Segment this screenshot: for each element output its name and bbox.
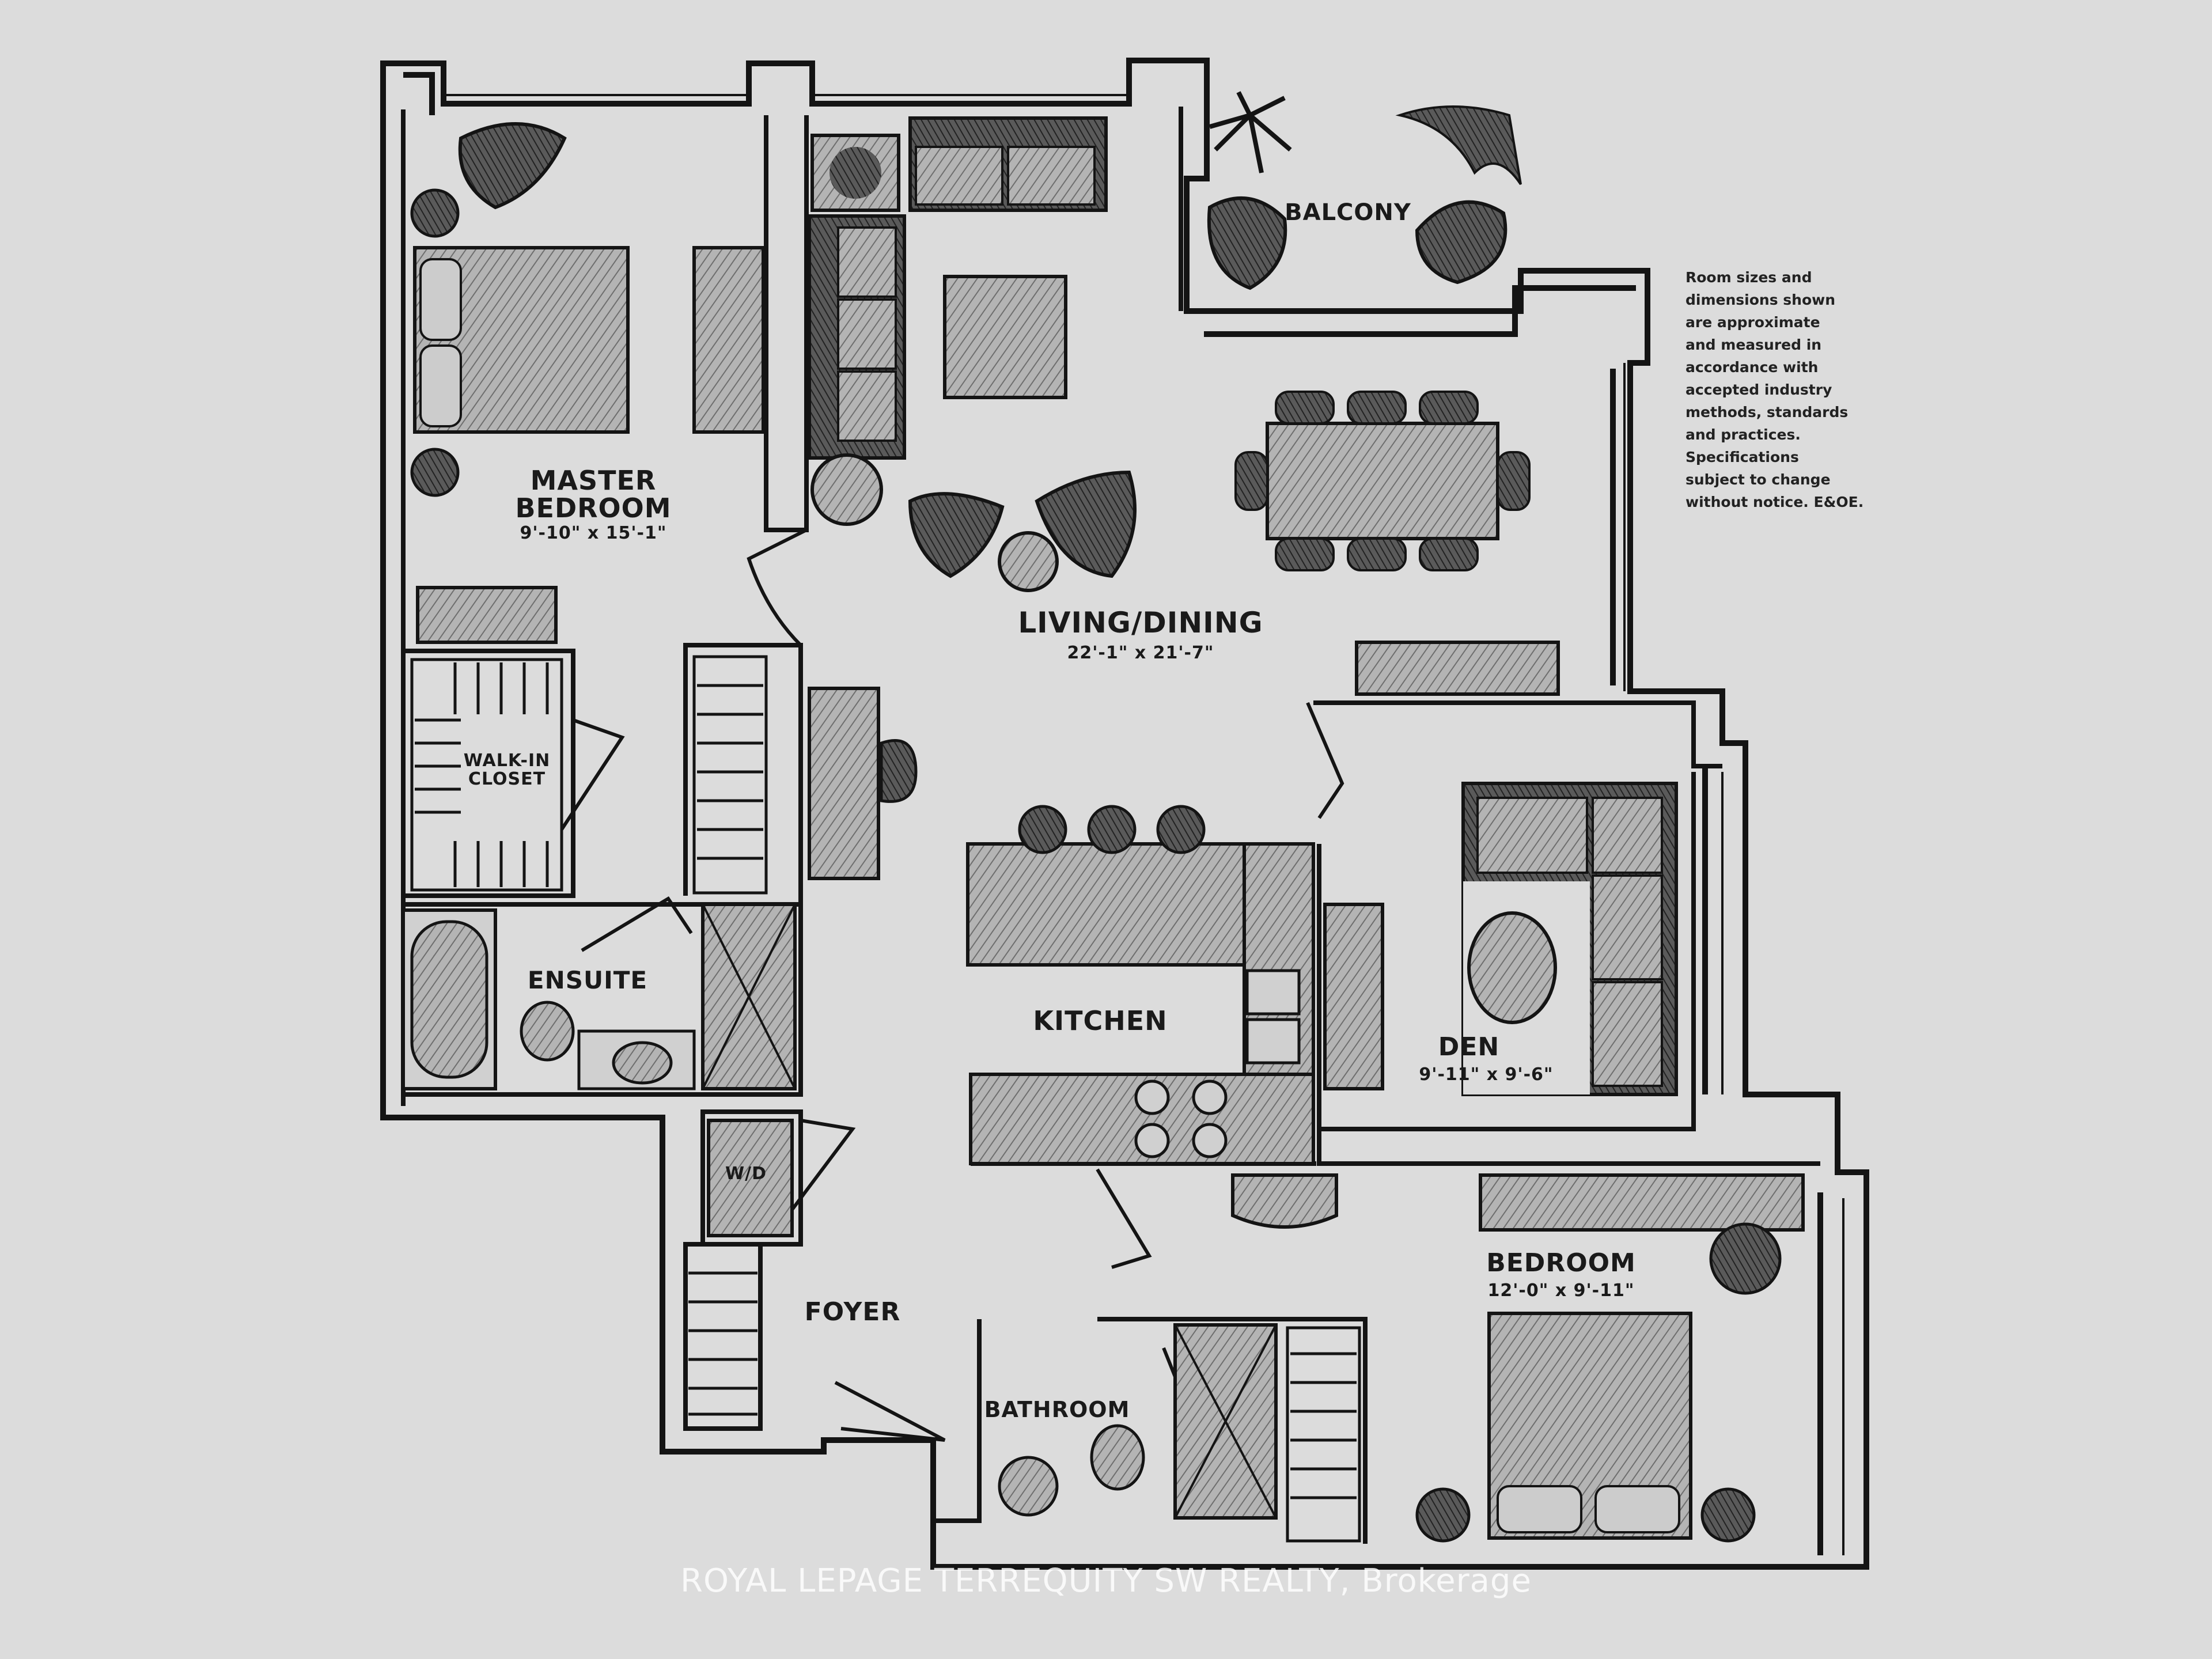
master-bedroom-name-2: BEDROOM <box>515 493 672 524</box>
exterior-walls <box>380 58 1869 1570</box>
disclaimer-line: Room sizes and <box>1685 269 1812 286</box>
kitchen-island <box>966 805 1269 967</box>
disclaimer-line: and measured in <box>1685 336 1822 353</box>
disclaimer-text: Room sizes and dimensions shown are appr… <box>1685 266 1881 513</box>
master-bedroom-label: MASTER BEDROOM <box>501 467 685 522</box>
master-bed <box>410 188 630 497</box>
bench-master <box>416 586 558 644</box>
disclaimer-line: methods, standards <box>1685 404 1849 421</box>
bedroom-closet <box>1286 1326 1361 1543</box>
walk-in-closet-name-2: CLOSET <box>468 768 546 789</box>
wd-label: W/D <box>725 1164 767 1184</box>
dining-table <box>1234 391 1531 571</box>
foyer-closet <box>688 1271 757 1416</box>
ottoman <box>998 531 1059 592</box>
balcony-label: BALCONY <box>1285 199 1411 226</box>
sofa-top <box>908 116 1108 212</box>
disclaimer-line: are approximate <box>1685 314 1820 331</box>
walk-in-closet-label: WALK-IN CLOSET <box>455 752 559 788</box>
disclaimer-line: Specifications <box>1685 449 1799 465</box>
living-dining-size: 22'-1" x 21'-7" <box>1067 643 1214 663</box>
ensuite-fixtures <box>402 903 797 1090</box>
disclaimer-line: and practices. <box>1685 426 1801 443</box>
den-size: 9'-11" x 9'-6" <box>1419 1065 1554 1085</box>
kitchen-label: KITCHEN <box>1033 1005 1168 1036</box>
windows <box>444 94 1844 1555</box>
door-swings <box>560 528 1344 1442</box>
balcony-furniture <box>1207 91 1522 290</box>
lamp-living <box>830 147 881 199</box>
foyer-label: FOYER <box>804 1297 901 1327</box>
bedroom-armchair <box>1709 1222 1782 1295</box>
hall-closet-shelving <box>692 655 768 895</box>
washer-dryer <box>707 1119 794 1237</box>
sideboard <box>1355 641 1560 696</box>
bedroom-label: BEDROOM <box>1486 1248 1636 1278</box>
lounge-chair-1 <box>908 492 1005 578</box>
disclaimer-line: accepted industry <box>1685 381 1832 398</box>
disclaimer-line: without notice. E&OE. <box>1685 494 1864 510</box>
dresser-master <box>692 246 765 434</box>
desk-chair <box>880 739 918 803</box>
closet-shelving <box>410 658 563 892</box>
den-console <box>1323 903 1384 1090</box>
bench-kitchen <box>1231 1173 1338 1229</box>
den-label: DEN <box>1438 1032 1500 1062</box>
kitchen-counter <box>969 842 1315 1165</box>
bedroom-dresser <box>1479 1173 1805 1232</box>
walk-in-closet-name-1: WALK-IN <box>463 751 551 771</box>
bathroom-label: BATHROOM <box>984 1397 1130 1422</box>
brokerage-watermark: ROYAL LEPAGE TERREQUITY SW REALTY, Broke… <box>680 1562 1532 1600</box>
disclaimer-line: accordance with <box>1685 359 1819 376</box>
desk <box>808 687 880 880</box>
armchair-master <box>458 122 567 210</box>
bedroom-bed <box>1415 1312 1756 1543</box>
bedroom-size: 12'-0" x 9'-11" <box>1487 1281 1635 1301</box>
bathroom-fixtures <box>998 1323 1278 1520</box>
ensuite-label: ENSUITE <box>527 966 648 994</box>
living-dining-label: LIVING/DINING <box>1018 606 1263 639</box>
master-bedroom-name-1: MASTER <box>530 465 657 496</box>
disclaimer-line: subject to change <box>1685 471 1831 488</box>
disclaimer-line: dimensions shown <box>1685 291 1836 308</box>
master-bedroom-size: 9'-10" x 15'-1" <box>520 523 667 543</box>
lounge-chair-2 <box>1035 470 1137 578</box>
sofa-left <box>808 214 906 460</box>
coffee-table <box>943 275 1067 399</box>
side-table-round <box>810 453 883 526</box>
den-ottoman <box>1467 911 1557 1024</box>
